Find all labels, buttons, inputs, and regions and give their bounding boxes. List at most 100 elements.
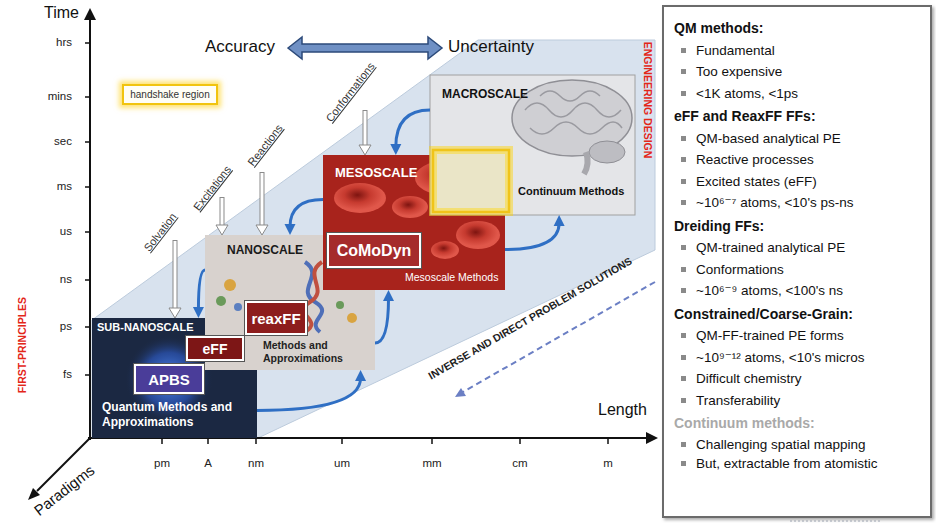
tick	[519, 438, 521, 444]
scale-panel: MACROSCALEContinuum Methods	[430, 75, 635, 215]
legend-box: handshake region	[122, 84, 218, 105]
atom	[234, 303, 242, 311]
leader-head	[169, 308, 181, 318]
axis-head	[84, 8, 96, 20]
panel-heading: SUB-NANOSCALE	[97, 321, 194, 333]
method-box: CoMoDyn	[327, 233, 421, 268]
flow-curve	[198, 270, 205, 310]
leader-head	[216, 225, 228, 235]
tick	[85, 374, 90, 376]
leader	[221, 198, 224, 227]
axes	[28, 8, 658, 500]
panel-heading: MESOSCALE	[335, 165, 417, 180]
tick	[85, 141, 90, 143]
leader-head	[359, 145, 371, 155]
axis-label: Time	[44, 4, 79, 22]
list-item: Too expensive	[696, 61, 920, 83]
arrow-head	[383, 290, 394, 301]
axis-head	[646, 432, 658, 444]
leader	[261, 173, 264, 227]
panel-heading: MACROSCALE	[442, 87, 528, 101]
list-item: ~10⁶⁻⁷ atoms, <10's ps-ns	[696, 192, 920, 214]
axis-label: um	[322, 457, 362, 469]
time-axis	[89, 18, 91, 440]
arrow-head	[285, 224, 296, 235]
scale-panel: MESOSCALEMesoscale MethodsCoMoDyn	[323, 155, 505, 290]
atom	[336, 301, 344, 309]
flow-curve	[375, 298, 389, 343]
axis-label: us	[28, 225, 72, 237]
flow-arrow	[375, 290, 394, 343]
axis-label: pm	[142, 457, 182, 469]
cerebellum	[589, 141, 625, 163]
list-item: Difficult chemistry	[696, 368, 920, 390]
list-item: Reactive processes	[696, 149, 920, 171]
axis-label: mins	[28, 90, 72, 102]
brain-fold	[530, 122, 622, 134]
axis-label: ps	[28, 320, 72, 332]
flow-arrow	[390, 110, 430, 155]
handshake-frame	[433, 150, 509, 212]
panel-label: Methods and Approximations	[263, 339, 355, 365]
sub-nanoscale-art	[92, 318, 257, 438]
method-box: APBS	[134, 364, 204, 394]
rotated-label: Paradigms	[31, 461, 98, 519]
list-item: Excited states (eFF)	[696, 171, 920, 193]
tick	[431, 438, 433, 444]
double-arrow	[288, 37, 442, 59]
method-box: eFF	[186, 336, 244, 361]
flow-curve	[396, 110, 430, 147]
rotated-label: Conformations	[323, 60, 377, 124]
axis-label: Uncertainty	[448, 37, 534, 57]
blood-cell	[392, 196, 428, 218]
panel-heading: NANOSCALE	[227, 243, 303, 257]
axis-label: fs	[28, 368, 72, 380]
axis-label: ms	[28, 180, 72, 192]
brain-fold	[525, 103, 621, 117]
leader	[364, 111, 367, 147]
rotated-label: Reactions	[245, 122, 285, 168]
brain-fold	[540, 91, 600, 101]
tick	[341, 438, 343, 444]
rotated-label: Excitations	[191, 163, 233, 212]
scale-band	[92, 40, 655, 438]
leader-head	[256, 225, 268, 235]
flow-curve	[257, 378, 361, 410]
list-item: <1K atoms, <1ps	[696, 83, 920, 105]
list-item: Transferability	[696, 390, 920, 412]
rotated-label: Solvation	[141, 210, 178, 253]
box-label: handshake region	[130, 89, 210, 100]
axis-label: A	[188, 457, 228, 469]
tick	[85, 186, 90, 188]
list-item: But, extractable from atomistic	[696, 454, 896, 473]
list-heading: Dreiding FFs:	[674, 216, 920, 238]
list-heading: Continuum methods:	[674, 413, 920, 435]
list-item: ~10⁶⁻⁹ atoms, <100's ns	[696, 280, 920, 302]
arrow-head	[554, 215, 565, 226]
arrow-head	[193, 307, 204, 318]
method-box: reaxFF	[245, 301, 307, 335]
axis-label: ns	[28, 273, 72, 285]
list-item: QM-trained analytical PE	[696, 237, 920, 259]
handshake-glow	[433, 150, 509, 212]
tick	[207, 438, 209, 444]
axis-label: sec	[28, 135, 72, 147]
blood-cell	[334, 183, 386, 213]
flow-arrow	[257, 370, 366, 410]
axis-label: m	[588, 457, 628, 469]
flow-arrow	[193, 270, 205, 318]
box-label: eFF	[203, 341, 228, 357]
tick	[607, 438, 609, 444]
leader-outline	[173, 240, 178, 310]
list-heading: eFF and ReaxFF FFs:	[674, 106, 920, 128]
flow-arrow	[285, 200, 324, 235]
axis-label: Accuracy	[205, 37, 275, 57]
tick	[85, 279, 90, 281]
info-panel: QM methods:FundamentalToo expensive<1K a…	[662, 5, 932, 518]
axis-label: hrs	[28, 36, 72, 48]
panel-ground	[430, 75, 635, 215]
brain-stem	[584, 152, 588, 174]
atom	[347, 313, 357, 323]
box-label: reaxFF	[251, 310, 300, 327]
